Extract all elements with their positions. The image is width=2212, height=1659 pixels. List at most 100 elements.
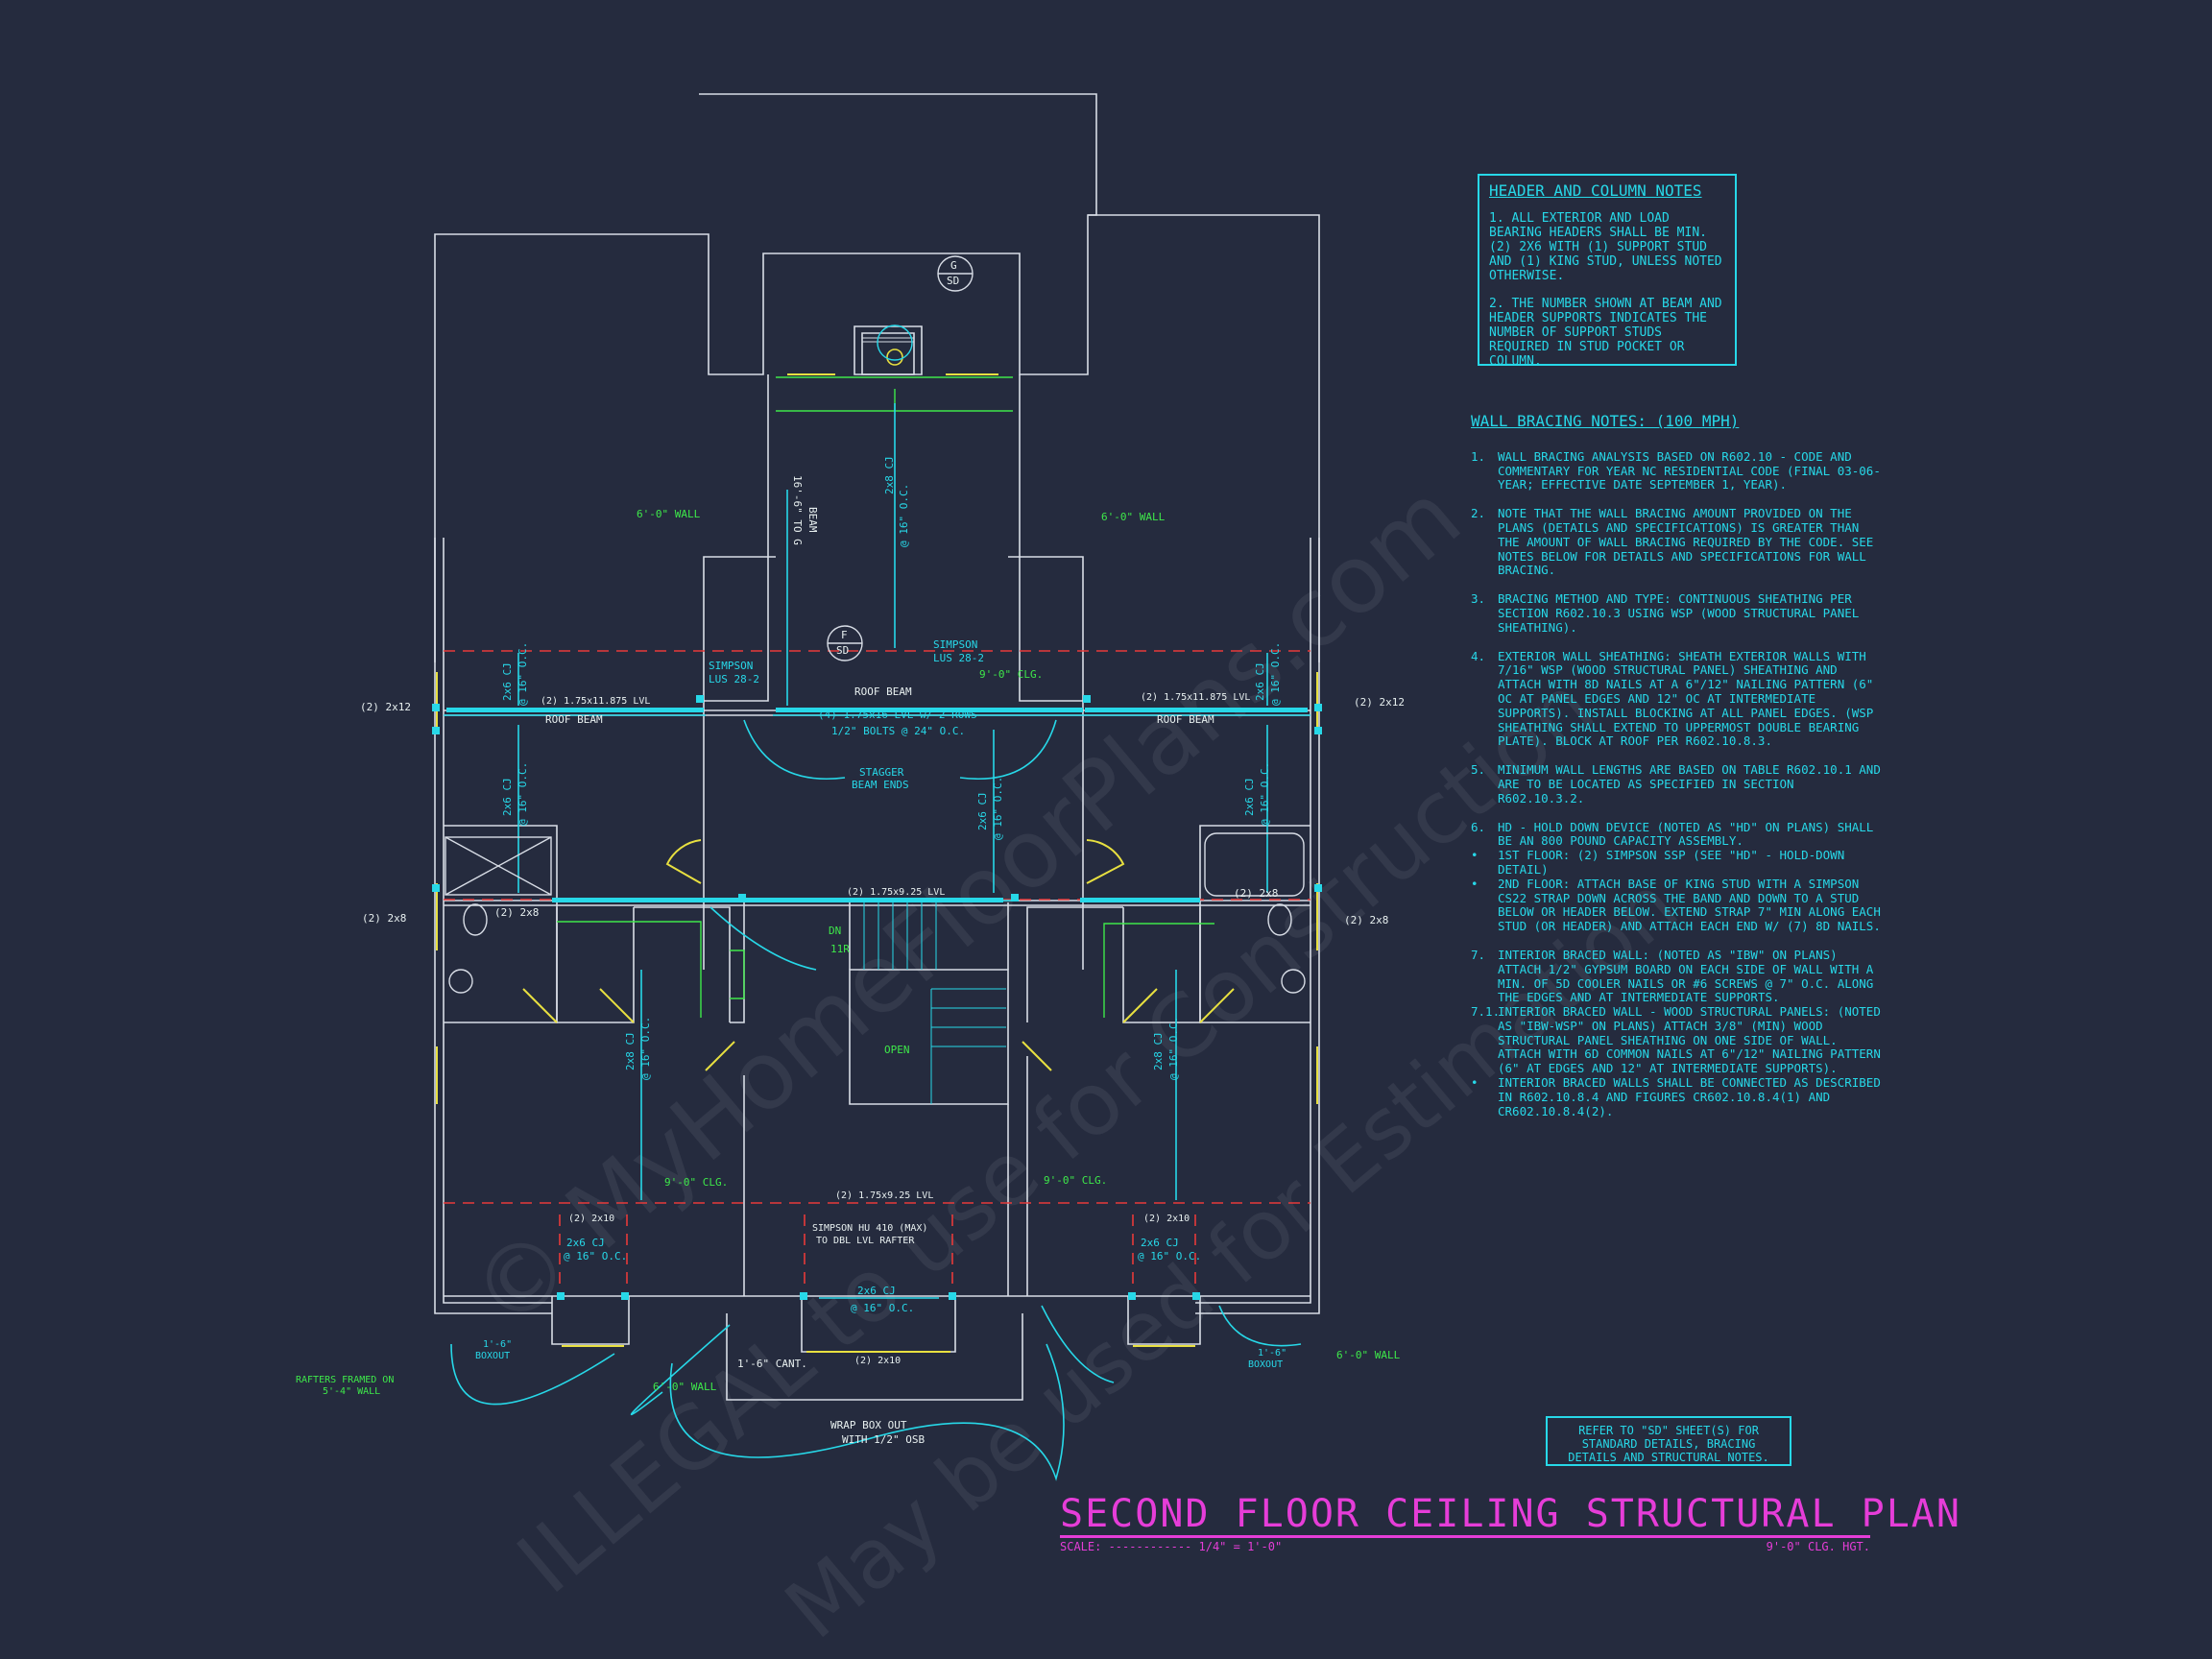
bracing-note-2: 2.NOTE THAT THE WALL BRACING AMOUNT PROV… [1471,506,1874,578]
title-block: SECOND FLOOR CEILING STRUCTURAL PLAN SCA… [1060,1492,1961,1553]
header-note-2: 2. THE NUMBER SHOWN AT BEAM AND HEADER S… [1489,297,1722,369]
toilet-right-icon [1267,903,1292,936]
header-column-notes: HEADER AND COLUMN NOTES 1. ALL EXTERIOR … [1478,174,1737,369]
label-cj-mid-left: 2x6 CJ [501,778,514,816]
chimney-flue-icon [886,349,903,366]
label-beam-lvl-right: (2) 1.75x11.875 LVL [1141,692,1250,703]
label-wall-left: 6'-0" WALL [637,508,701,520]
stair-treads [863,902,1006,1104]
label-oc-upper-right: @ 16" O.C. [1269,642,1282,706]
wall-bracing-notes: WALL BRACING NOTES: (100 MPH) 1.WALL BRA… [1471,412,1886,1133]
sink-left-icon [448,969,473,994]
label-2x10-left: (2) 2x10 [568,1214,614,1224]
bracing-note-6: 6.HD - HOLD DOWN DEVICE (NOTED AS "HD" O… [1471,819,1874,849]
label-rafters-1: RAFTERS FRAMED ON [296,1375,394,1385]
label-cj-upper-left: 2x6 CJ [501,662,514,701]
label-oc-top: @ 16" O.C. [898,484,910,547]
label-simpson-left-2: LUS 28-2 [709,673,759,685]
bracing-note-4: 4.EXTERIOR WALL SHEATHING: SHEATH EXTERI… [1471,648,1874,749]
door-swing-right [1086,839,1125,884]
roof-outline [434,93,1097,662]
label-boxout-left-1: 1'-6" [483,1339,512,1350]
label-boxout-right-2: BOXOUT [1248,1359,1283,1370]
label-simpson-right-1: SIMPSON [933,638,977,651]
stagger-leader [743,719,1057,780]
toilet-left-icon [463,903,488,936]
label-stagger-1: STAGGER [859,766,904,779]
label-cj-right: 2x6 CJ [1141,1237,1179,1249]
label-wall-right: 6'-0" WALL [1101,511,1166,523]
label-simpson-right-2: LUS 28-2 [933,652,984,664]
label-simpson-hu-2: TO DBL LVL RAFTER [816,1236,915,1246]
label-2x8-right: (2) 2x8 [1234,887,1278,900]
label-oc-center-v: @ 16" O.C. [992,777,1004,840]
title-subline: SCALE: ------------ 1/4" = 1'-0" 9'-0" C… [1060,1540,1870,1553]
boxout-left [551,1296,630,1345]
sheet-title: SECOND FLOOR CEILING STRUCTURAL PLAN [1060,1492,1961,1538]
label-roof-beam-left: ROOF BEAM [545,713,603,726]
label-oc-right: @ 16" O.C. [1138,1250,1201,1262]
label-oc-mid-left: @ 16" O.C. [517,762,529,826]
label-cj-left: 2x6 CJ [566,1237,605,1249]
label-dn-risers: 11R [830,943,850,955]
label-wrap-2: WITH 1/2" OSB [842,1433,925,1446]
label-beam-span: 16'-6" TO G [791,475,804,545]
door-swing-left [665,839,702,884]
label-cant: 1'-6" CANT. [737,1358,807,1370]
header-note-1: 1. ALL EXTERIOR AND LOAD BEARING HEADERS… [1489,211,1722,283]
marker-f-sd: SD [836,644,849,657]
bracing-note-1: 1.WALL BRACING ANALYSIS BASED ON R602.10… [1471,448,1881,493]
roof-outline-right [1088,214,1320,662]
bracing-note-6b: •2ND FLOOR: ATTACH BASE OF KING STUD WIT… [1471,876,1881,934]
label-beam-word: BEAM [806,507,819,533]
scale-label: SCALE: ------------ 1/4" = 1'-0" [1060,1540,1283,1553]
tub-icon [1204,832,1305,897]
label-2x12-right: (2) 2x12 [1354,696,1405,709]
boxout-right [1127,1296,1201,1345]
refer-sd-note: REFER TO "SD" SHEET(S) FOR STANDARD DETA… [1546,1416,1791,1466]
label-wall-bottom-right: 6'-0" WALL [1336,1349,1401,1361]
label-beam-lvl-left: (2) 1.75x11.875 LVL [541,696,650,707]
label-cj-center: 2x6 CJ [857,1285,896,1297]
label-roof-beam-center: ROOF BEAM [854,685,912,698]
label-cj-mid-right: 2x6 CJ [1243,778,1256,816]
marker-g-letter: G [950,259,957,272]
exterior-wall-left [434,538,552,1314]
label-boxout-left-2: BOXOUT [475,1351,510,1361]
label-lvl-925-mid: (2) 1.75x9.25 LVL [847,887,945,898]
label-cj-lower-right: 2x8 CJ [1152,1032,1165,1070]
label-2x8-right-outer: (2) 2x8 [1344,914,1388,926]
bracing-note-7-2: •INTERIOR BRACED WALLS SHALL BE CONNECTE… [1471,1075,1881,1118]
label-cj-upper-right: 2x6 CJ [1254,662,1266,701]
label-stagger-2: BEAM ENDS [852,779,909,791]
bracing-notes-title: WALL BRACING NOTES: (100 MPH) [1471,412,1740,430]
stair-block [849,969,1009,1105]
chimney-hatch-icon [862,337,914,343]
label-oc-upper-left: @ 16" O.C. [517,642,529,706]
label-simpson-hu-1: SIMPSON HU 410 (MAX) [812,1223,927,1234]
label-lvl-925-bottom: (2) 1.75x9.25 LVL [835,1190,933,1201]
label-oc-mid-right: @ 16" O.C. [1259,762,1271,826]
label-rafters-2: 5'-4" WALL [323,1386,380,1397]
label-oc-lower-left: @ 16" O.C. [639,1017,652,1080]
label-lvl-4: (4) 1.75x16 LVL w/ 2 ROWS [818,709,977,721]
sink-right-icon [1281,969,1306,994]
core-walls [703,374,776,702]
label-cj-lower-left: 2x8 CJ [624,1032,637,1070]
label-2x10-right: (2) 2x10 [1143,1214,1190,1224]
beam-bars [446,708,1308,902]
bracing-note-6a: •1ST FLOOR: (2) SIMPSON SSP (SEE "HD" - … [1471,848,1845,877]
label-dn: DN [829,925,841,937]
header-notes-title: HEADER AND COLUMN NOTES [1489,181,1702,200]
label-oc-center: @ 16" O.C. [851,1302,914,1314]
exterior-wall-right [1195,538,1320,1314]
label-2x8-left-outer: (2) 2x8 [362,912,406,925]
bracing-note-7: 7.INTERIOR BRACED WALL: (NOTED AS "IBW" … [1471,947,1874,1005]
bracing-note-7-1: 7.1.INTERIOR BRACED WALL - WOOD STRUCTUR… [1471,1004,1881,1076]
label-boxout-right-1: 1'-6" [1258,1348,1286,1358]
label-clg-left: 9'-0" CLG. [664,1176,728,1189]
label-bolts: 1/2" BOLTS @ 24" O.C. [831,725,965,737]
label-clg-top: 9'-0" CLG. [979,668,1043,681]
ceiling-height-label: 9'-0" CLG. HGT. [1766,1540,1870,1553]
